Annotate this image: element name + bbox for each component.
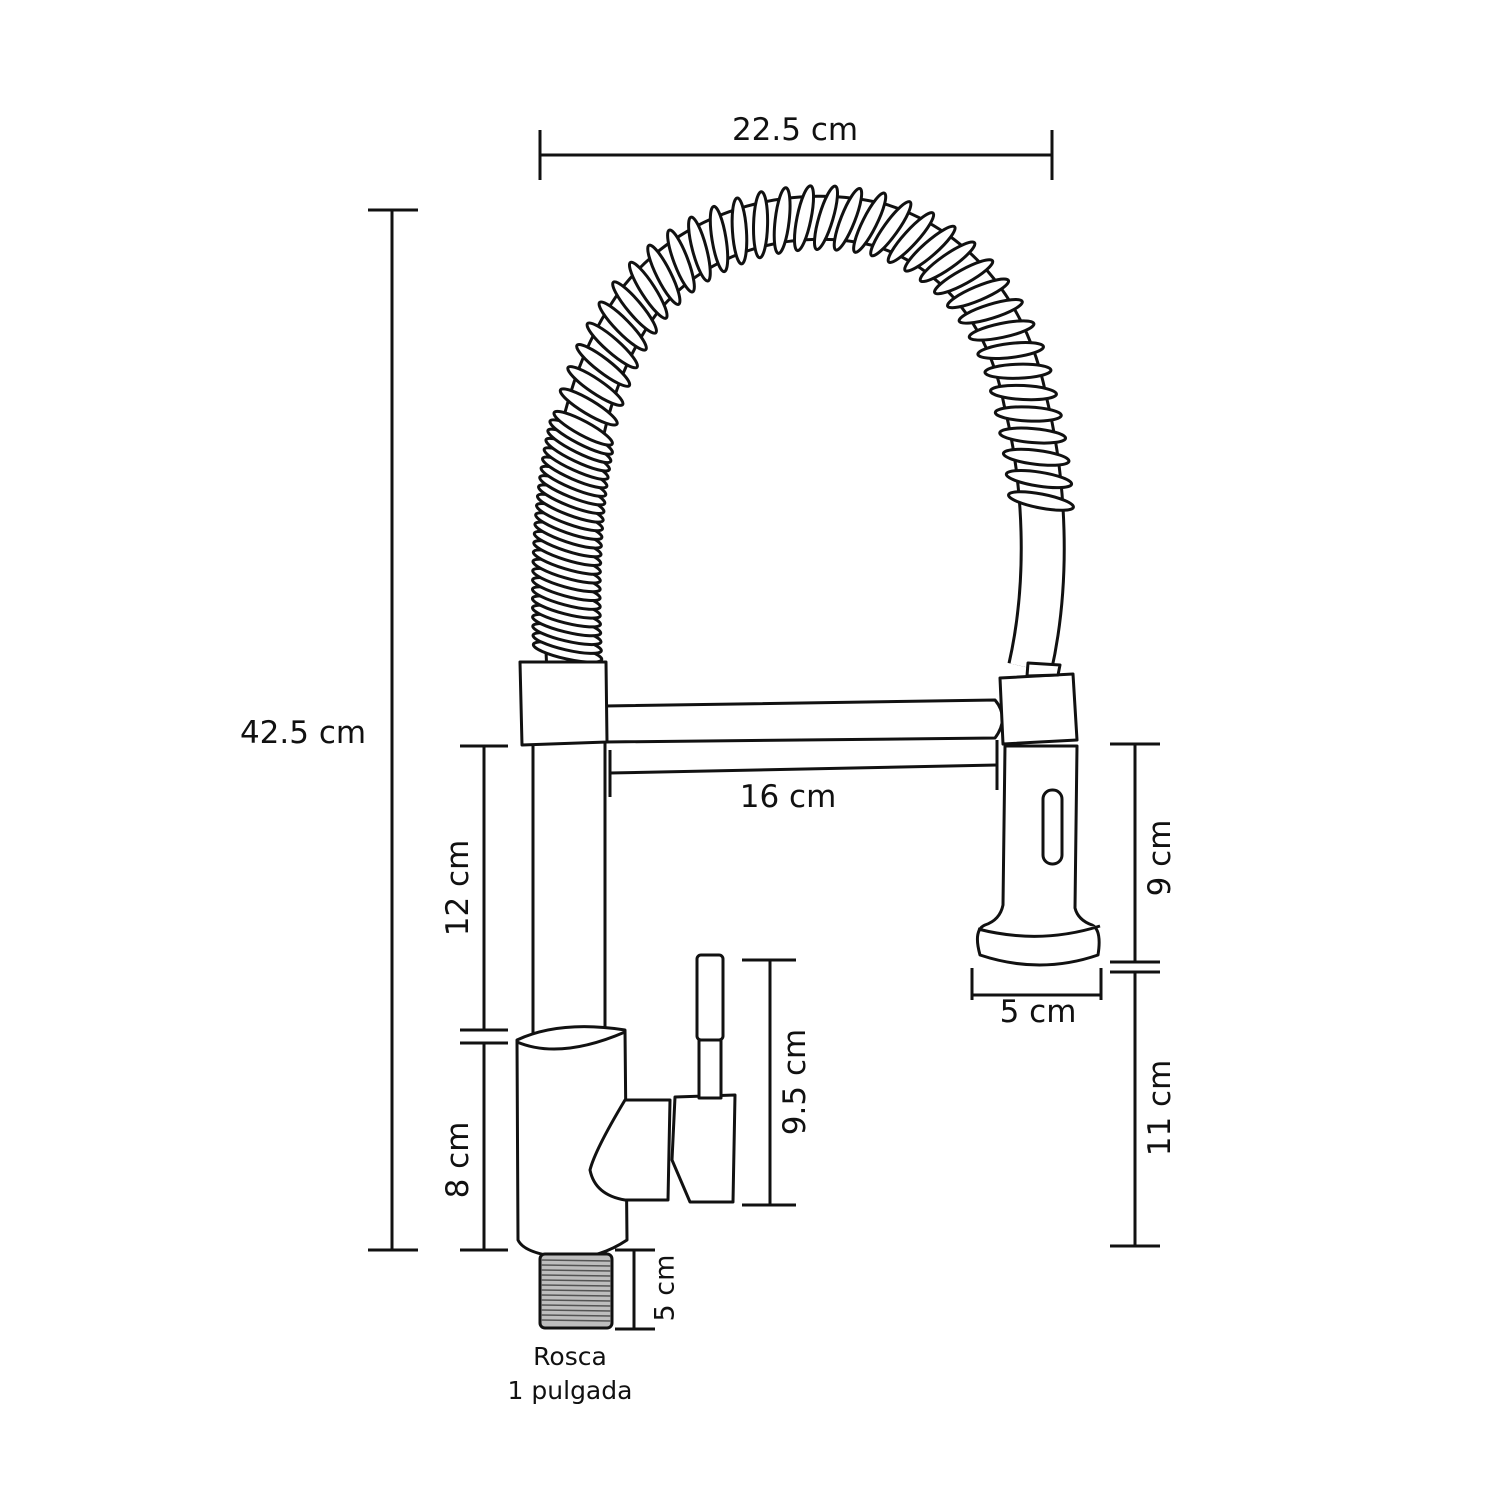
spray-button [1041, 788, 1064, 866]
spring-coil [918, 240, 977, 284]
spring-coil [552, 409, 614, 447]
spring-coil [1007, 490, 1075, 512]
thread-groove [540, 1299, 612, 1302]
spring-coil [646, 243, 682, 306]
spring-coil [708, 204, 730, 274]
dimension-lines [368, 130, 1160, 1331]
spring-coil [772, 186, 792, 255]
spring-coil [585, 321, 639, 370]
spring-coil [983, 362, 1053, 380]
thread-groove [540, 1259, 612, 1262]
spring-coil [869, 200, 913, 258]
spray-head-rim [977, 924, 1101, 938]
spring-coil [933, 258, 995, 296]
spring-coil [989, 383, 1058, 402]
spring-coil [852, 191, 888, 254]
spring-coil [957, 298, 1024, 325]
thread-groove [540, 1309, 612, 1312]
spring-coil [946, 277, 1011, 310]
head-height-label: 9 cm [1142, 819, 1178, 897]
spring-coil [886, 211, 936, 264]
base-top-rim [516, 1030, 626, 1051]
handle-body [588, 1098, 672, 1202]
spring-coil [967, 319, 1036, 342]
thread-groove [540, 1274, 612, 1277]
thread-note-line2: 1 pulgada [507, 1376, 633, 1405]
spring-coil [752, 190, 770, 260]
head-width-label: 5 cm [999, 994, 1077, 1030]
thread-groove [540, 1294, 612, 1297]
spring-coil [998, 426, 1068, 445]
spout-reach-label: 16 cm [739, 779, 837, 815]
spring-coil [575, 343, 632, 388]
spring-coil [993, 405, 1063, 423]
spring-coil [666, 228, 696, 294]
thread-note: Rosca 1 pulgada [508, 1340, 633, 1408]
spout-arm [603, 698, 1004, 744]
base-height-label: 8 cm [440, 1121, 476, 1199]
spring-coil [976, 341, 1045, 360]
thread-groove [540, 1284, 612, 1287]
thread-groove [540, 1289, 612, 1292]
spring-coil [566, 365, 625, 407]
spring-coil [832, 186, 864, 252]
thread-length-label: 5 cm [649, 1254, 681, 1322]
spring-coil [1001, 447, 1071, 467]
spring-coils [530, 184, 1075, 664]
spring-coil [1004, 469, 1074, 490]
collar [518, 660, 609, 747]
lever-height-label: 9.5 cm [777, 1028, 813, 1136]
spring-coil [903, 224, 957, 273]
thread-groove [540, 1264, 612, 1267]
lever [670, 1093, 737, 1204]
thread-note-line1: Rosca [533, 1342, 607, 1371]
lever-rod-tip [695, 953, 725, 1042]
spring-coil [611, 280, 658, 335]
head-connector [998, 672, 1079, 746]
lever-rod [697, 1038, 723, 1100]
height-label: 42.5 cm [239, 715, 367, 751]
column-height-label: 12 cm [440, 839, 476, 937]
faucet-base [515, 1025, 629, 1260]
head-clearance-label: 11 cm [1142, 1059, 1178, 1157]
hose-ferrule [1025, 661, 1062, 678]
spring-coil [627, 260, 669, 320]
width-label: 22.5 cm [731, 112, 859, 148]
spray-head [975, 744, 1101, 967]
spring-coil [730, 196, 749, 266]
spring-coil [812, 184, 840, 251]
thread-grooves [540, 1259, 612, 1322]
thread-groove [540, 1319, 612, 1322]
thread-groove [540, 1304, 612, 1307]
thread-groove [540, 1314, 612, 1317]
spring-coil [792, 184, 816, 253]
spring-coil [687, 215, 712, 283]
thread-groove [540, 1279, 612, 1282]
spring-coil [597, 300, 648, 352]
faucet-column [531, 738, 607, 1042]
spring-coil [558, 387, 619, 427]
thread-groove [540, 1269, 612, 1272]
